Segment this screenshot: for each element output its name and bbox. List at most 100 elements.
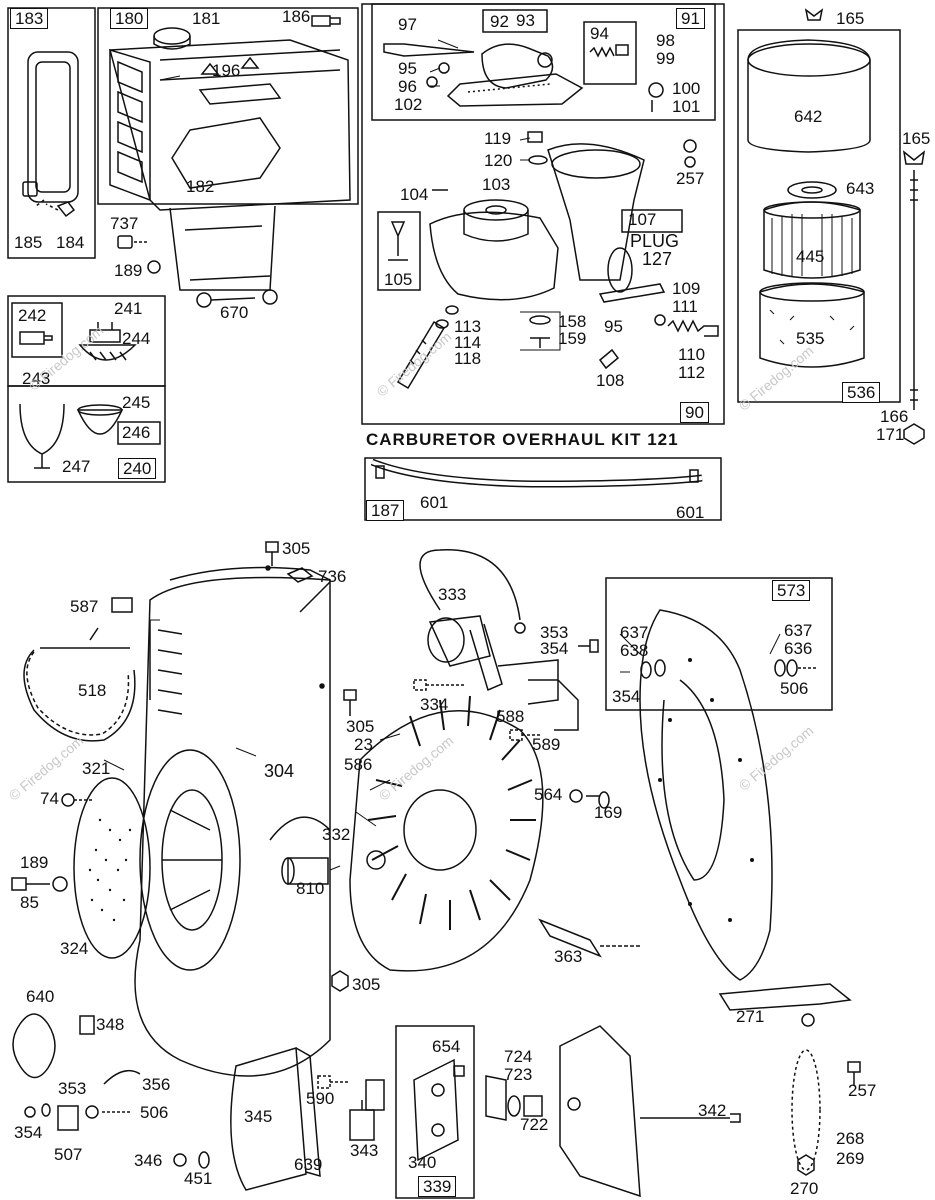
screw-589 [509, 729, 542, 741]
label-104: 104 [400, 185, 429, 204]
fuel-tank-group [7, 7, 359, 308]
nut-270 [797, 1154, 815, 1176]
box-91-number: 91 [676, 8, 705, 29]
label-74: 74 [40, 789, 59, 808]
clip-736 [286, 567, 314, 583]
bolt-85 [11, 877, 50, 891]
label-342: 342 [698, 1101, 727, 1120]
spring-98 [589, 46, 615, 58]
spring-640 [12, 1013, 56, 1079]
washer-95b [654, 314, 666, 326]
label-345: 345 [244, 1107, 273, 1126]
blower-housing-304 [134, 576, 331, 1077]
box-240-frame [7, 385, 166, 483]
label-601b: 601 [676, 503, 705, 522]
intake-elbow [547, 143, 645, 281]
screw-74 [61, 793, 75, 807]
screw-334 [413, 679, 466, 691]
label-93: 93 [516, 11, 535, 30]
label-353b: 353 [58, 1079, 87, 1098]
label-363: 363 [554, 947, 583, 966]
flywheel-nut-332 [366, 850, 386, 870]
fuel-line-group [364, 457, 722, 521]
label-723: 723 [504, 1065, 533, 1084]
box-242-frame [11, 302, 63, 358]
label-102: 102 [394, 95, 423, 114]
label-340: 340 [408, 1153, 437, 1172]
label-506a: 506 [780, 679, 809, 698]
label-590: 590 [306, 1089, 335, 1108]
sediment-bowl-243 [78, 344, 137, 361]
clamp-601a [375, 465, 385, 479]
carburetor-group [361, 3, 725, 425]
label-654: 654 [432, 1037, 461, 1056]
label-110: 110 [678, 345, 706, 364]
box-339-number: 339 [418, 1176, 457, 1197]
label-451: 451 [184, 1169, 213, 1188]
bracket-507 [57, 1105, 79, 1131]
bail-247 [19, 403, 65, 469]
label-257b: 257 [848, 1081, 877, 1100]
box-183-number: 183 [10, 8, 49, 29]
label-670: 670 [220, 303, 249, 322]
fuel-valve-group [7, 295, 166, 483]
fuel-line-frame [364, 457, 722, 521]
label-333: 333 [438, 585, 467, 604]
needle-valve-97 [383, 43, 475, 57]
label-507: 507 [54, 1145, 83, 1164]
washer-96 [426, 76, 438, 88]
condenser-343 [349, 1100, 375, 1141]
box-92-number: 92 [490, 12, 509, 31]
washer-189b [52, 876, 68, 892]
label-96: 96 [398, 77, 417, 96]
label-270: 270 [790, 1179, 819, 1198]
label-637b: 637 [784, 621, 813, 640]
seat-99 [615, 44, 629, 56]
label-114: 114 [454, 333, 482, 352]
screw-257b [847, 1061, 861, 1086]
bolt-305b [343, 689, 357, 716]
gasket-643 [787, 181, 837, 199]
leader-lines [103, 39, 781, 871]
label-638: 638 [620, 641, 649, 660]
screw-564 [569, 789, 583, 803]
nut-305c [331, 970, 349, 992]
washer-113 [445, 305, 459, 315]
flywheel-group [281, 689, 544, 972]
label-113: 113 [454, 317, 482, 336]
box-536-frame [737, 29, 901, 403]
tank-bracket [169, 205, 276, 291]
plug-127 [607, 247, 633, 293]
bushing-159 [530, 337, 550, 348]
washer-637b [774, 659, 786, 677]
screw-257a [683, 139, 697, 153]
label-97: 97 [398, 15, 417, 34]
washer-451 [198, 1151, 210, 1169]
label-354c: 354 [14, 1123, 43, 1142]
box-180-frame [97, 7, 359, 205]
label-589: 589 [532, 735, 561, 754]
box-107-number: 107 [628, 210, 657, 229]
label-120: 120 [484, 151, 513, 170]
label-737: 737 [110, 214, 139, 233]
spring-356 [103, 1069, 141, 1085]
label-159: 159 [558, 329, 587, 348]
bottom-parts-group [12, 983, 861, 1199]
label-244: 244 [122, 329, 151, 348]
rod-342 [640, 1113, 741, 1123]
carb-upper-93 [481, 43, 554, 89]
label-354b: 354 [612, 687, 641, 706]
seal-158 [529, 315, 551, 325]
box-573-frame [605, 577, 833, 711]
washer-354c [24, 1106, 36, 1118]
blower-housing-group [11, 541, 349, 1077]
label-268: 268 [836, 1129, 865, 1148]
label-181: 181 [192, 9, 221, 28]
washer-638 [640, 661, 652, 679]
label-324: 324 [60, 939, 89, 958]
label-184: 184 [56, 233, 85, 252]
label-586: 586 [344, 755, 373, 774]
label-601a: 601 [420, 493, 449, 512]
label-535: 535 [796, 329, 825, 348]
label-185: 185 [14, 233, 43, 252]
